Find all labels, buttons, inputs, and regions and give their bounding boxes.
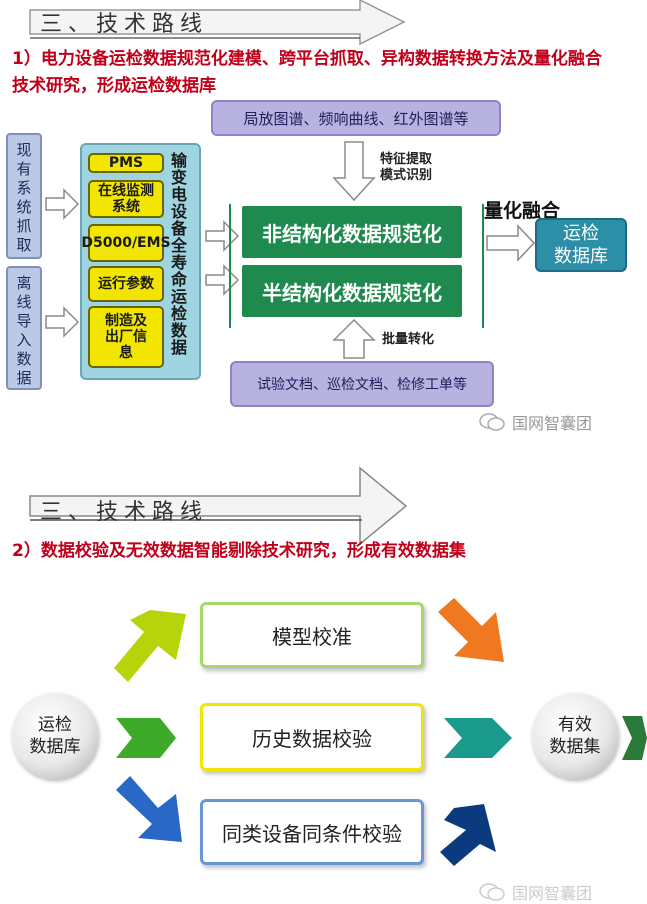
feature-extraction-label: 特征提取 模式识别 — [380, 152, 433, 183]
arrow-upright-icon — [440, 804, 496, 866]
lifecycle-label: 输变电设备全寿命运检数据 — [170, 151, 187, 357]
arrow-right-icon — [486, 224, 536, 262]
input-db-circle: 运检 数据库 — [12, 693, 98, 779]
offline-import-box: 离线导入数据 — [6, 266, 42, 390]
system-box-run-params: 运行参数 — [88, 266, 164, 302]
banner-arrow-1 — [29, 0, 406, 46]
output-db-label: 运检 数据库 — [554, 223, 608, 267]
arrow-upright-icon — [114, 610, 186, 682]
check-box-similar: 同类设备同条件校验 — [200, 799, 424, 865]
arrow-downright-icon — [116, 776, 182, 842]
section-banner-2: 三、技术路线 — [40, 500, 209, 525]
bottom-source-box: 试验文档、巡检文档、检修工单等 — [230, 361, 494, 407]
existing-capture-box: 现有系统抓取 — [6, 133, 42, 259]
wechat-icon — [479, 413, 505, 431]
bottom-source-label: 试验文档、巡检文档、检修工单等 — [257, 377, 467, 393]
system-box-manufacture-info: 制造及出厂信息 — [88, 306, 164, 368]
check-label-similar: 同类设备同条件校验 — [222, 821, 402, 846]
check-box-history: 历史数据校验 — [200, 703, 424, 771]
system-box-online-monitor: 在线监测系统 — [88, 180, 164, 218]
semi-structured-box: 半结构化数据规范化 — [242, 265, 462, 317]
input-db-label: 运检 数据库 — [29, 715, 81, 757]
check-label-history: 历史数据校验 — [252, 726, 372, 751]
batch-convert-label: 批量转化 — [382, 332, 435, 347]
wechat-icon — [479, 883, 505, 901]
check-label-model: 模型校准 — [272, 624, 352, 649]
check-box-model: 模型校准 — [200, 602, 424, 668]
arrow-right-icon — [45, 188, 80, 220]
section-banner: 三、技术路线 — [40, 12, 209, 37]
banner-arrow-2 — [29, 466, 408, 546]
section-title-2: 2）数据校验及无效数据智能剔除技术研究，形成有效数据集 — [12, 541, 466, 561]
top-source-box: 局放图谱、频响曲线、红外图谱等 — [211, 100, 501, 136]
quant-fusion-label: 量化融合 — [484, 200, 561, 222]
watermark-text: 国网智囊团 — [512, 414, 593, 433]
arrow-up-icon — [332, 318, 376, 359]
existing-capture-label: 现有系统抓取 — [16, 141, 32, 254]
arrow-right-icon — [45, 306, 80, 338]
section-title: 1）电力设备运检数据规范化建模、跨平台抓取、异构数据转换方法及量化融合技术研究，… — [12, 49, 602, 96]
system-box-d5000-ems: D5000/EMS — [81, 224, 171, 262]
unstructured-label: 非结构化数据规范化 — [262, 221, 442, 246]
output-db-box: 运检 数据库 — [535, 218, 627, 272]
offline-import-label: 离线导入数据 — [16, 274, 32, 387]
output-dataset-circle: 有效 数据集 — [532, 693, 618, 779]
arrow-right-icon — [116, 718, 176, 758]
watermark-1: 国网智囊团 — [478, 410, 592, 434]
arrow-down-icon — [332, 141, 376, 202]
unstructured-box: 非结构化数据规范化 — [242, 206, 462, 258]
arrow-downright-icon — [438, 598, 504, 662]
system-box-pms: PMS — [88, 153, 164, 173]
semi-structured-label: 半结构化数据规范化 — [262, 280, 442, 305]
arrow-right-icon — [205, 220, 240, 252]
output-dataset-label: 有效 数据集 — [549, 715, 601, 757]
arrow-right-icon — [444, 718, 512, 758]
top-source-label: 局放图谱、频响曲线、红外图谱等 — [243, 109, 469, 128]
watermark-2: 国网智囊团 — [478, 880, 592, 904]
arrow-right-icon — [622, 716, 647, 760]
arrow-right-icon — [205, 264, 240, 296]
watermark-text: 国网智囊团 — [512, 884, 593, 903]
